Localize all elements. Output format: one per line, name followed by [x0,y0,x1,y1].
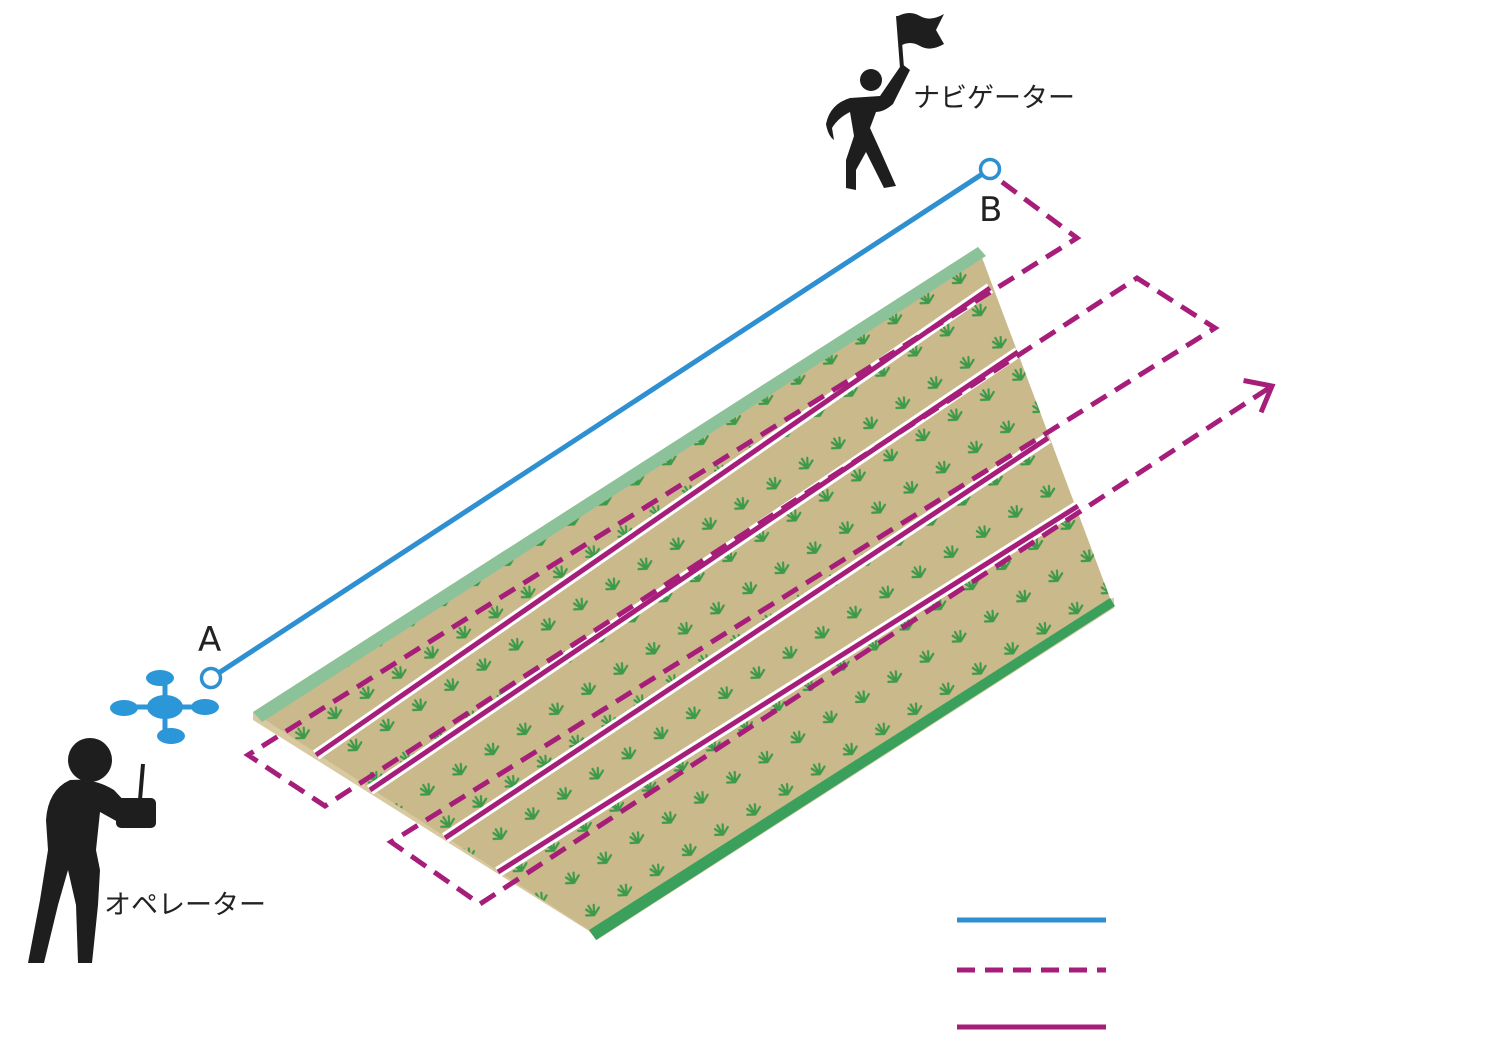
operator-figure-icon [28,738,156,963]
flag-icon [898,13,944,49]
spray-line-4 [496,503,1080,875]
navigator-label: ナビゲーター [913,83,1075,114]
route-arrow-head [1243,378,1276,414]
operator-label: オペレーター [104,890,266,921]
spray-line-1 [314,285,992,758]
field-back-edge [253,247,986,722]
point-b-marker [978,157,1002,181]
ab-line [209,166,992,681]
drone-icon [110,670,219,744]
field-crop-rows [253,247,1110,930]
spray-line-3 [443,435,1050,841]
navigator-figure-icon [826,13,944,190]
legend [957,917,1106,1030]
field-front-edge [589,598,1115,940]
point-b-label: B [979,190,1002,230]
field [253,247,1115,940]
remote-controller-icon [116,763,156,828]
point-a-marker [199,666,223,690]
point-a-label: A [198,620,221,660]
flight-route-dashed [243,179,1274,908]
